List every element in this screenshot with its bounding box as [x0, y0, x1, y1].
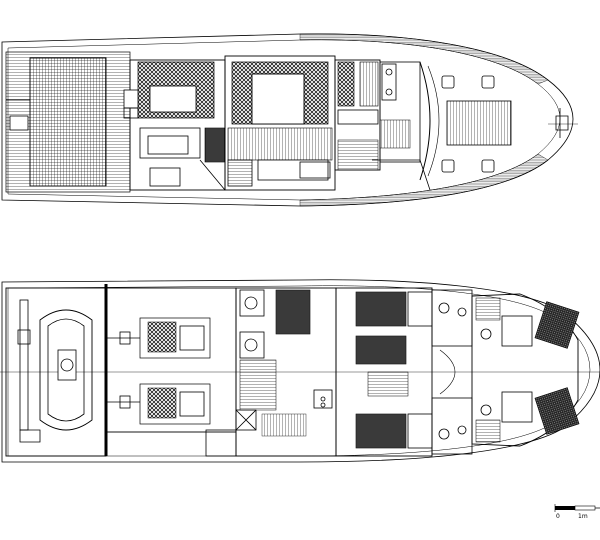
aft-hatch: [9, 115, 29, 131]
scale-bar-start-label: 0: [556, 513, 560, 520]
guest-berth-starboard: [355, 413, 407, 449]
forward-berth: [534, 301, 580, 349]
tender-boat: [39, 309, 93, 431]
helm-station: [379, 61, 421, 163]
forward-suite: [471, 293, 579, 447]
guest-cabins: [335, 287, 433, 457]
scale-bar-mid-label: 1m: [578, 513, 588, 520]
windscreen: [419, 61, 431, 181]
cockpit-table: [147, 135, 189, 155]
lower-deck-plan: [0, 279, 600, 463]
main-deck-plan: [1, 33, 578, 207]
guest-berth-port: [355, 291, 407, 327]
engine-starboard: [139, 383, 211, 425]
foredeck-hatch: [446, 100, 512, 146]
scale-bar: 0 1m: [554, 504, 600, 520]
